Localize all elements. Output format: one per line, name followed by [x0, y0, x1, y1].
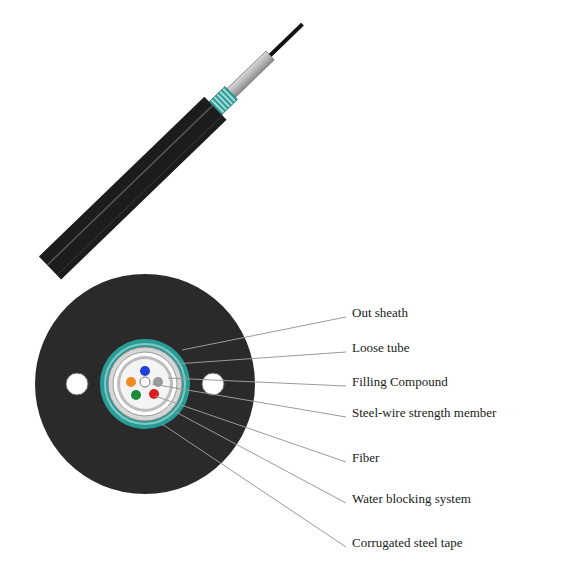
water-blocking — [105, 344, 185, 424]
leader-line — [162, 424, 346, 547]
leader-line — [152, 384, 346, 417]
outer-sheath — [39, 97, 227, 280]
fiber — [126, 377, 136, 387]
water-blocking — [108, 347, 182, 421]
fiber — [140, 366, 150, 376]
cable-side-view — [39, 13, 314, 280]
fiber-end — [267, 23, 304, 59]
strength-wire — [202, 373, 224, 395]
part-label: Fiber — [352, 450, 379, 466]
filling-compound — [120, 359, 170, 409]
leader-line — [182, 317, 346, 350]
leader-line — [168, 378, 346, 386]
cross-section — [35, 274, 255, 494]
leader-line — [175, 352, 346, 364]
loose-tube — [226, 51, 275, 99]
part-label: Steel-wire strength member — [352, 405, 496, 421]
leader-lines — [152, 317, 346, 547]
part-label: Loose tube — [352, 340, 409, 356]
part-label: Out sheath — [352, 305, 408, 321]
loose-tube — [117, 356, 173, 412]
sheath-highlight — [47, 105, 212, 265]
strength-wire — [66, 373, 88, 395]
part-label: Filling Compound — [352, 374, 448, 390]
part-label: Water blocking system — [352, 491, 471, 507]
corrugated-tape — [100, 339, 190, 429]
outer-sheath — [35, 274, 255, 494]
fiber — [140, 377, 150, 387]
sheath-shade — [57, 115, 222, 275]
loose-tube — [113, 352, 177, 416]
part-label: Corrugated steel tape — [352, 535, 462, 551]
fiber — [131, 390, 141, 400]
fiber — [149, 389, 159, 399]
